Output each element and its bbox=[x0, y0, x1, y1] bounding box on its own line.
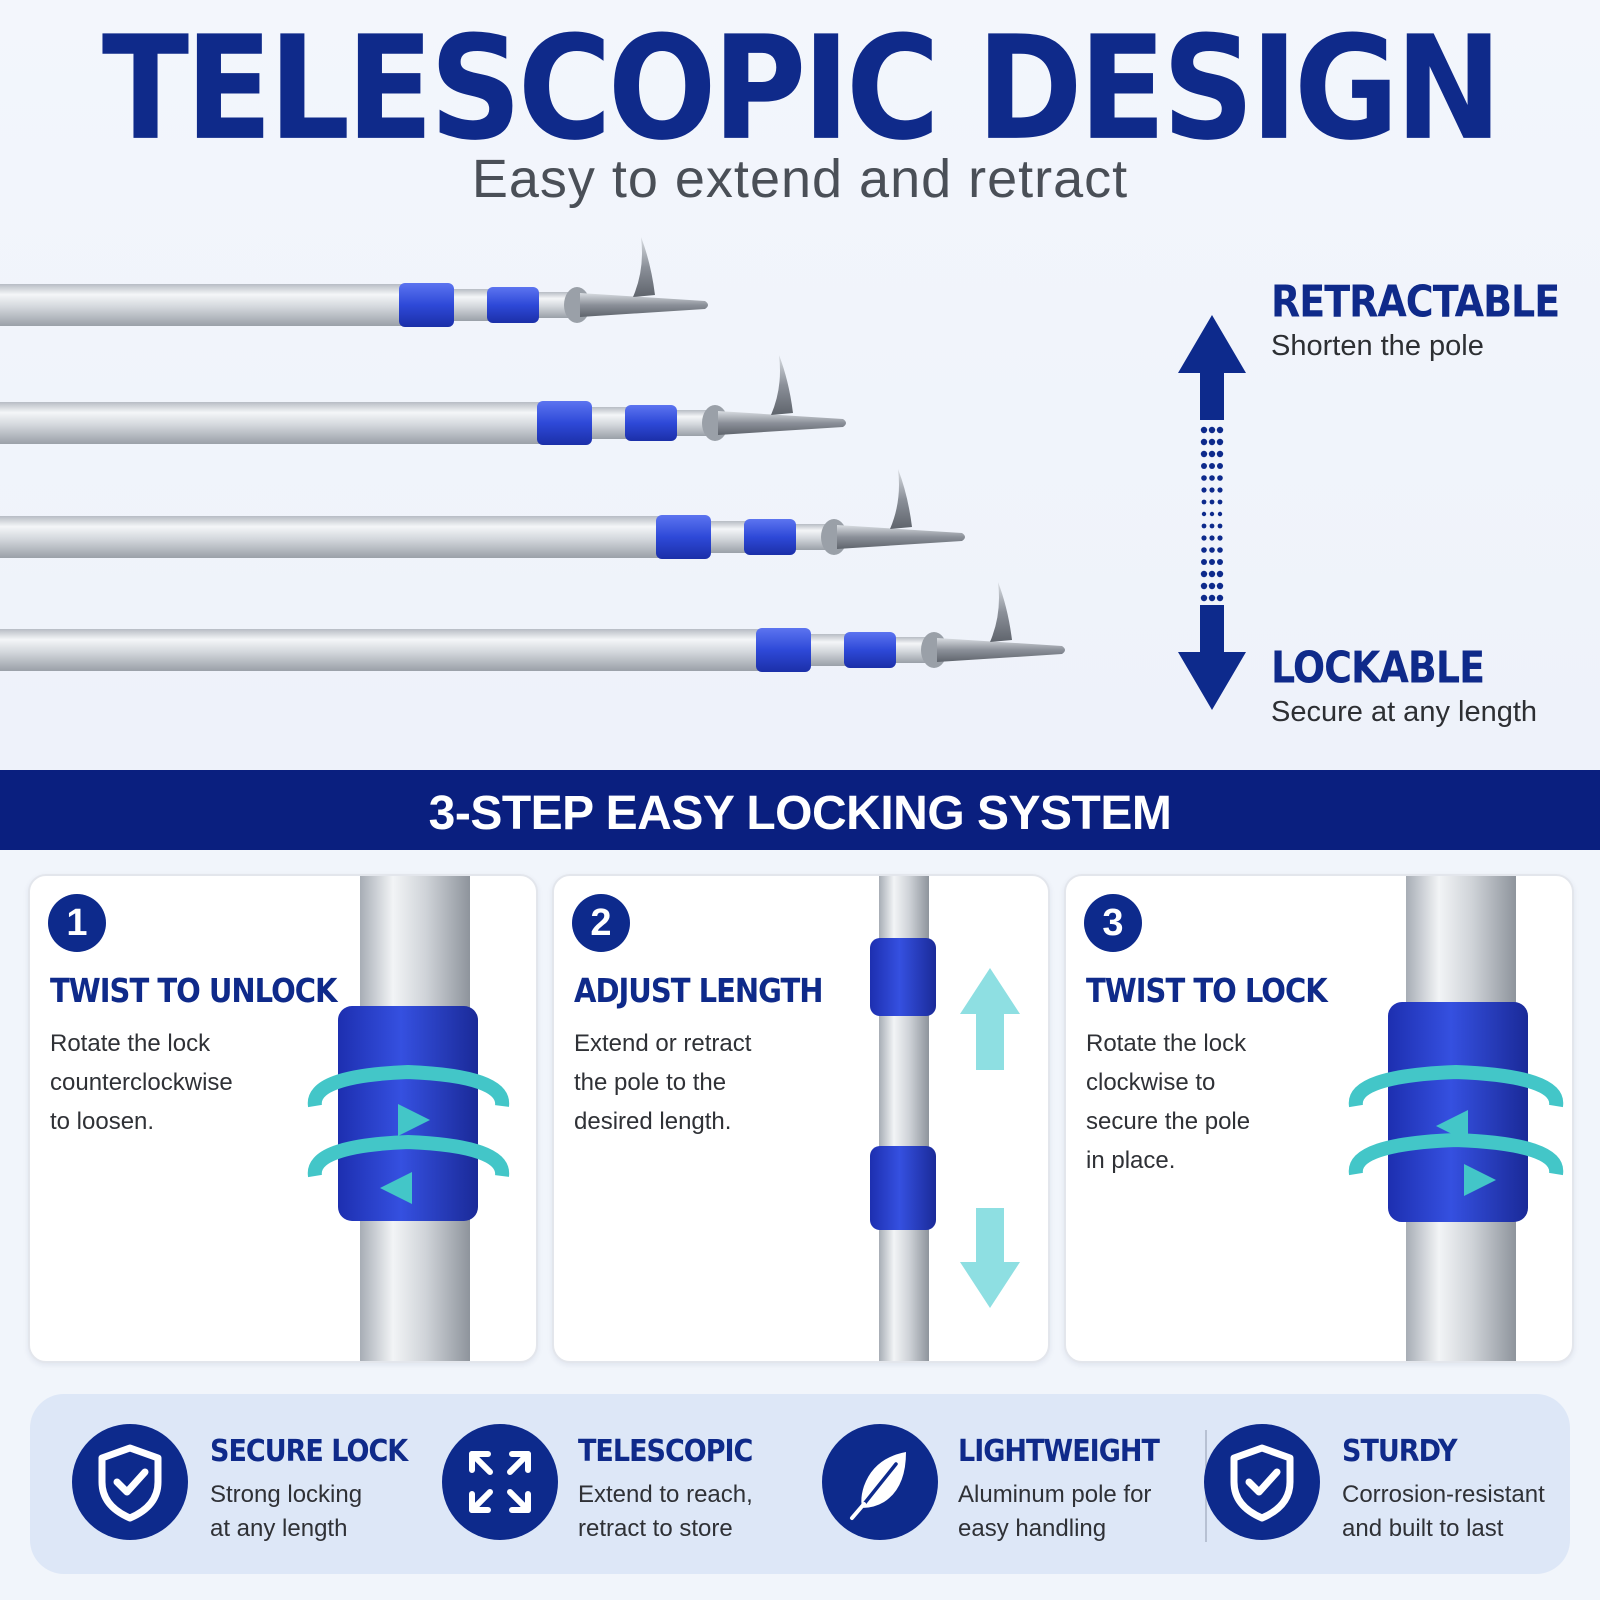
feature-line: Strong locking bbox=[210, 1481, 363, 1508]
step-number-badge: 2 bbox=[572, 894, 630, 952]
feature-desc: Aluminum pole for easy handling bbox=[958, 1478, 1198, 1546]
step-title: TWIST TO UNLOCK bbox=[50, 972, 338, 1011]
page-subtitle: Easy to extend and retract bbox=[471, 149, 1129, 209]
feature-line: at any length bbox=[210, 1515, 348, 1542]
step-line: counterclockwise bbox=[50, 1069, 233, 1096]
feature-desc: Corrosion-resistant and built to last bbox=[1342, 1478, 1562, 1546]
feature-desc: Strong locking at any length bbox=[210, 1478, 450, 1546]
shield-check-icon bbox=[1204, 1424, 1320, 1540]
step-line: to loosen. bbox=[50, 1108, 155, 1135]
feather-icon bbox=[822, 1424, 938, 1540]
step-title: TWIST TO LOCK bbox=[1086, 972, 1328, 1011]
feature-title: TELESCOPIC bbox=[578, 1434, 753, 1469]
step-line: Rotate the lock bbox=[1086, 1030, 1247, 1057]
step-number-badge: 1 bbox=[48, 894, 106, 952]
twist-lock-illustration bbox=[1348, 876, 1564, 1361]
step-line: clockwise to bbox=[1086, 1069, 1216, 1096]
step-line: Rotate the lock bbox=[50, 1030, 211, 1057]
lockable-desc: Secure at any length bbox=[1271, 696, 1538, 728]
step-line: Extend or retract bbox=[574, 1030, 752, 1057]
step-description: Rotate the lock counterclockwise to loos… bbox=[50, 1024, 300, 1141]
expand-arrows-icon bbox=[442, 1424, 558, 1540]
step-card-adjust: 2 ADJUST LENGTH Extend or retract the po… bbox=[552, 874, 1050, 1363]
features-panel: SECURE LOCK Strong locking at any length… bbox=[30, 1394, 1570, 1574]
retractable-label: RETRACTABLE bbox=[1271, 276, 1560, 327]
shield-check-icon bbox=[72, 1424, 188, 1540]
step-title: ADJUST LENGTH bbox=[574, 972, 824, 1011]
lockable-label: LOCKABLE bbox=[1271, 642, 1485, 693]
step-description: Rotate the lock clockwise to secure the … bbox=[1086, 1024, 1336, 1180]
feature-title: SECURE LOCK bbox=[210, 1434, 408, 1469]
telescopic-poles-illustration bbox=[0, 237, 1065, 672]
page-title: TELESCOPIC DESIGN bbox=[101, 5, 1502, 173]
step-line: in place. bbox=[1086, 1147, 1176, 1174]
feature-line: easy handling bbox=[958, 1515, 1107, 1542]
step-card-unlock: 1 TWIST TO UNLOCK Rotate the lock counte… bbox=[28, 874, 538, 1363]
adjust-length-illustration bbox=[870, 876, 1020, 1361]
feature-title: LIGHTWEIGHT bbox=[958, 1434, 1160, 1469]
step-number-badge: 3 bbox=[1084, 894, 1142, 952]
twist-unlock-illustration bbox=[307, 876, 510, 1361]
retract-lock-arrow-icon bbox=[1178, 315, 1246, 710]
banner-title: 3-STEP EASY LOCKING SYSTEM bbox=[428, 787, 1172, 840]
retractable-desc: Shorten the pole bbox=[1271, 330, 1484, 362]
section-banner: 3-STEP EASY LOCKING SYSTEM bbox=[0, 770, 1600, 850]
feature-line: Corrosion-resistant bbox=[1342, 1481, 1545, 1508]
feature-line: Extend to reach, bbox=[578, 1481, 753, 1508]
feature-line: retract to store bbox=[578, 1515, 733, 1542]
feature-line: and built to last bbox=[1342, 1515, 1504, 1542]
feature-title: STURDY bbox=[1342, 1434, 1458, 1469]
step-card-lock: 3 TWIST TO LOCK Rotate the lock clockwis… bbox=[1064, 874, 1574, 1363]
step-description: Extend or retract the pole to the desire… bbox=[574, 1024, 824, 1141]
feature-line: Aluminum pole for bbox=[958, 1481, 1152, 1508]
step-line: desired length. bbox=[574, 1108, 732, 1135]
hero-section: TELESCOPIC DESIGN Easy to extend and ret… bbox=[0, 0, 1600, 770]
step-line: the pole to the bbox=[574, 1069, 727, 1096]
feature-desc: Extend to reach, retract to store bbox=[578, 1478, 818, 1546]
step-line: secure the pole bbox=[1086, 1108, 1251, 1135]
